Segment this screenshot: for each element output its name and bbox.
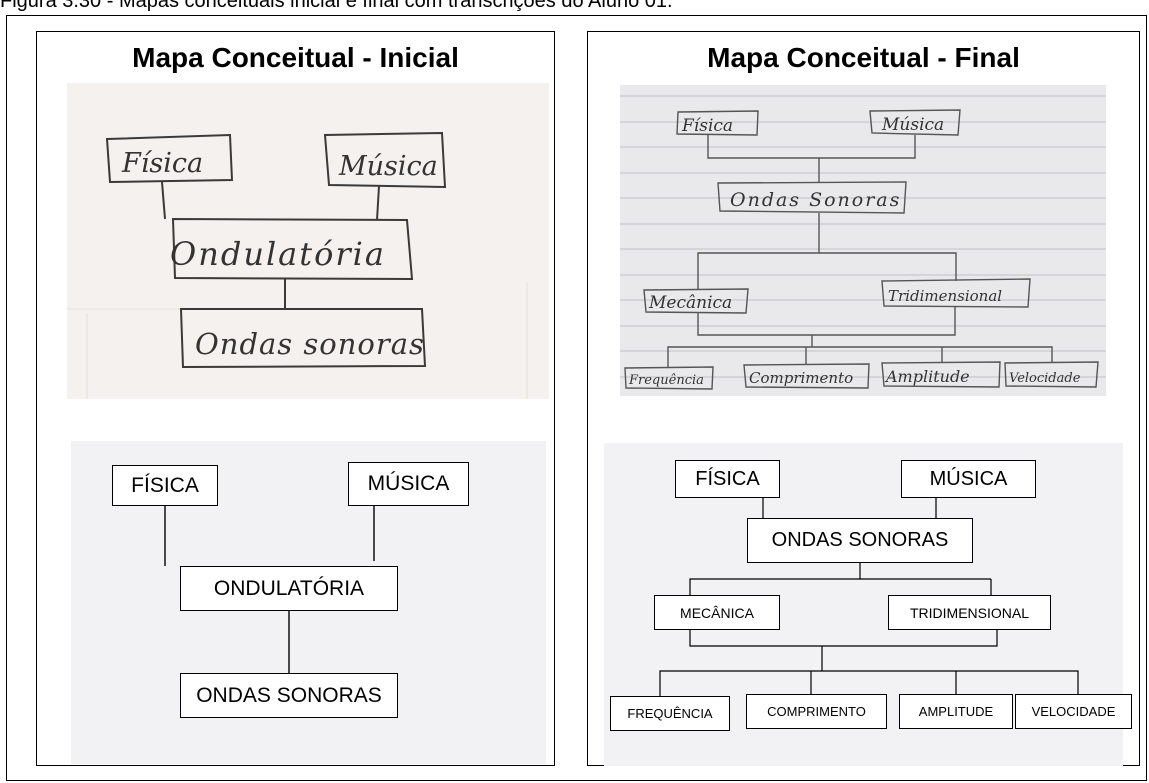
final-hw-tridimensional: Tridimensional <box>888 287 1002 305</box>
initial-handwritten-photo: Física Música Ondulatória Ondas sonoras <box>67 83 549 399</box>
initial-box-fisica: FÍSICA <box>112 465 218 506</box>
initial-box-ondas-sonoras: ONDAS SONORAS <box>180 673 398 718</box>
final-box-velocidade: VELOCIDADE <box>1015 694 1132 729</box>
initial-transcription: FÍSICA MÚSICA ONDULATÓRIA ONDAS SONORAS <box>71 441 546 764</box>
initial-box-musica: MÚSICA <box>348 462 469 506</box>
figure-caption: Figura 3.30 - Mapas conceituais inicial … <box>0 0 673 12</box>
final-map-title: Mapa Conceitual - Final <box>707 42 1020 73</box>
final-box-ondas-sonoras: ONDAS SONORAS <box>747 518 973 563</box>
initial-hw-fisica: Física <box>121 148 203 179</box>
final-box-comprimento: COMPRIMENTO <box>746 694 887 729</box>
initial-hw-musica: Música <box>338 151 438 182</box>
initial-map-title: Mapa Conceitual - Inicial <box>132 42 459 73</box>
final-hw-frequencia: Frequência <box>628 373 704 388</box>
final-hw-velocidade: Velocidade <box>1009 371 1081 386</box>
final-box-musica: MÚSICA <box>901 460 1036 498</box>
initial-hw-ondas-sonoras: Ondas sonoras <box>195 327 425 361</box>
final-box-frequencia: FREQUÊNCIA <box>610 696 730 731</box>
final-handwritten-photo: Física Música Ondas Sonoras Mecânica Tri… <box>620 85 1106 396</box>
final-box-tridimensional: TRIDIMENSIONAL <box>888 595 1051 630</box>
final-hw-fisica: Física <box>681 116 733 136</box>
final-transcription: FÍSICA MÚSICA ONDAS SONORAS MECÂNICA TRI… <box>604 443 1132 766</box>
final-box-mecanica: MECÂNICA <box>654 595 780 630</box>
final-hw-comprimento: Comprimento <box>749 369 853 387</box>
initial-map-panel: Mapa Conceitual - Inicial Física Música <box>36 31 555 766</box>
final-box-amplitude: AMPLITUDE <box>899 694 1013 729</box>
final-hw-musica: Música <box>881 115 944 135</box>
final-hw-ondas-sonoras: Ondas Sonoras <box>730 189 901 211</box>
final-hw-mecanica: Mecânica <box>648 293 732 313</box>
final-box-fisica: FÍSICA <box>675 460 780 498</box>
final-hw-amplitude: Amplitude <box>884 367 970 386</box>
final-map-panel: Mapa Conceitual - Final <box>587 31 1140 766</box>
initial-hw-ondulatoria: Ondulatória <box>170 235 386 273</box>
figure-frame: Mapa Conceitual - Inicial Física Música <box>6 15 1147 781</box>
initial-box-ondulatoria: ONDULATÓRIA <box>180 566 398 611</box>
